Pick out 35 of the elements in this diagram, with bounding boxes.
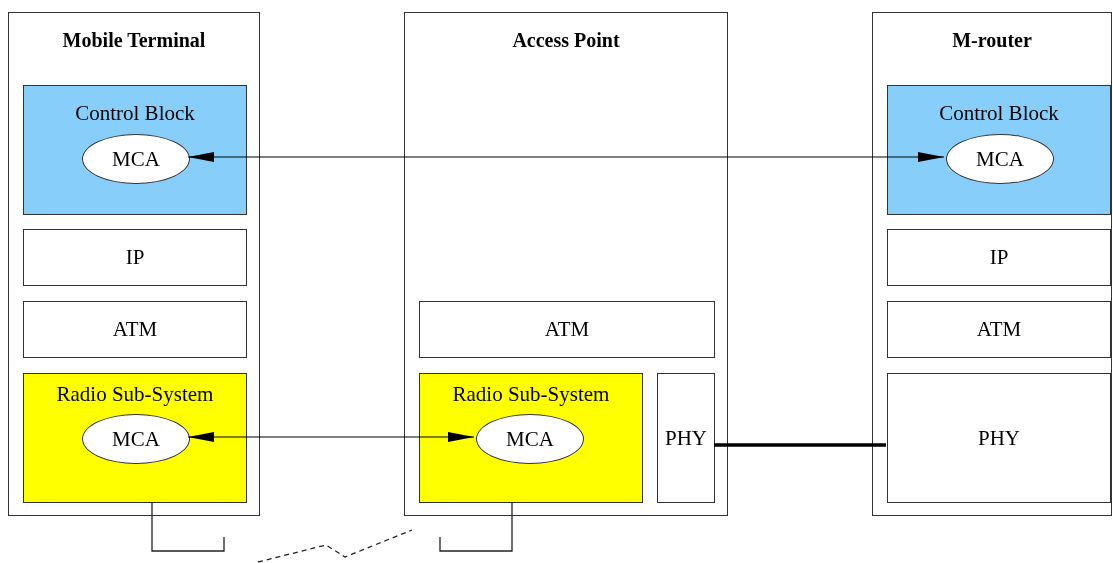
device-panel bbox=[404, 12, 728, 516]
radio-subsystem-box bbox=[23, 373, 247, 503]
layer-box bbox=[23, 301, 247, 358]
layer-box bbox=[419, 301, 715, 358]
box-label: MCA bbox=[506, 426, 554, 452]
device-panel bbox=[8, 12, 260, 516]
layer-box bbox=[887, 229, 1111, 286]
box-label: MCA bbox=[112, 146, 160, 172]
box-label: Control Block bbox=[939, 101, 1059, 126]
box-label: Radio Sub-System bbox=[452, 382, 610, 407]
connector bbox=[187, 432, 475, 442]
box-label: Control Block bbox=[75, 101, 195, 126]
layer-box bbox=[657, 373, 715, 503]
panel-title: M-router bbox=[952, 29, 1032, 52]
box-label: PHY bbox=[665, 425, 707, 451]
layer-box bbox=[23, 229, 247, 286]
box-label: PHY bbox=[978, 425, 1020, 451]
box-label: MCA bbox=[976, 146, 1024, 172]
control-block-box bbox=[23, 85, 247, 215]
box-label: Radio Sub-System bbox=[56, 382, 214, 407]
device-panel bbox=[872, 12, 1112, 516]
radio-subsystem-box bbox=[419, 373, 643, 503]
layer-box bbox=[887, 301, 1111, 358]
box-label: IP bbox=[125, 245, 145, 270]
panel-title: Access Point bbox=[512, 29, 620, 52]
connector bbox=[187, 152, 945, 162]
panel-title: Mobile Terminal bbox=[62, 29, 206, 52]
box-label: ATM bbox=[112, 317, 158, 342]
connector bbox=[714, 443, 886, 447]
box-label: ATM bbox=[976, 317, 1022, 342]
layer-box bbox=[887, 373, 1111, 503]
box-label: MCA bbox=[112, 426, 160, 452]
box-label: ATM bbox=[544, 317, 590, 342]
box-label: IP bbox=[989, 245, 1009, 270]
control-block-box bbox=[887, 85, 1111, 215]
